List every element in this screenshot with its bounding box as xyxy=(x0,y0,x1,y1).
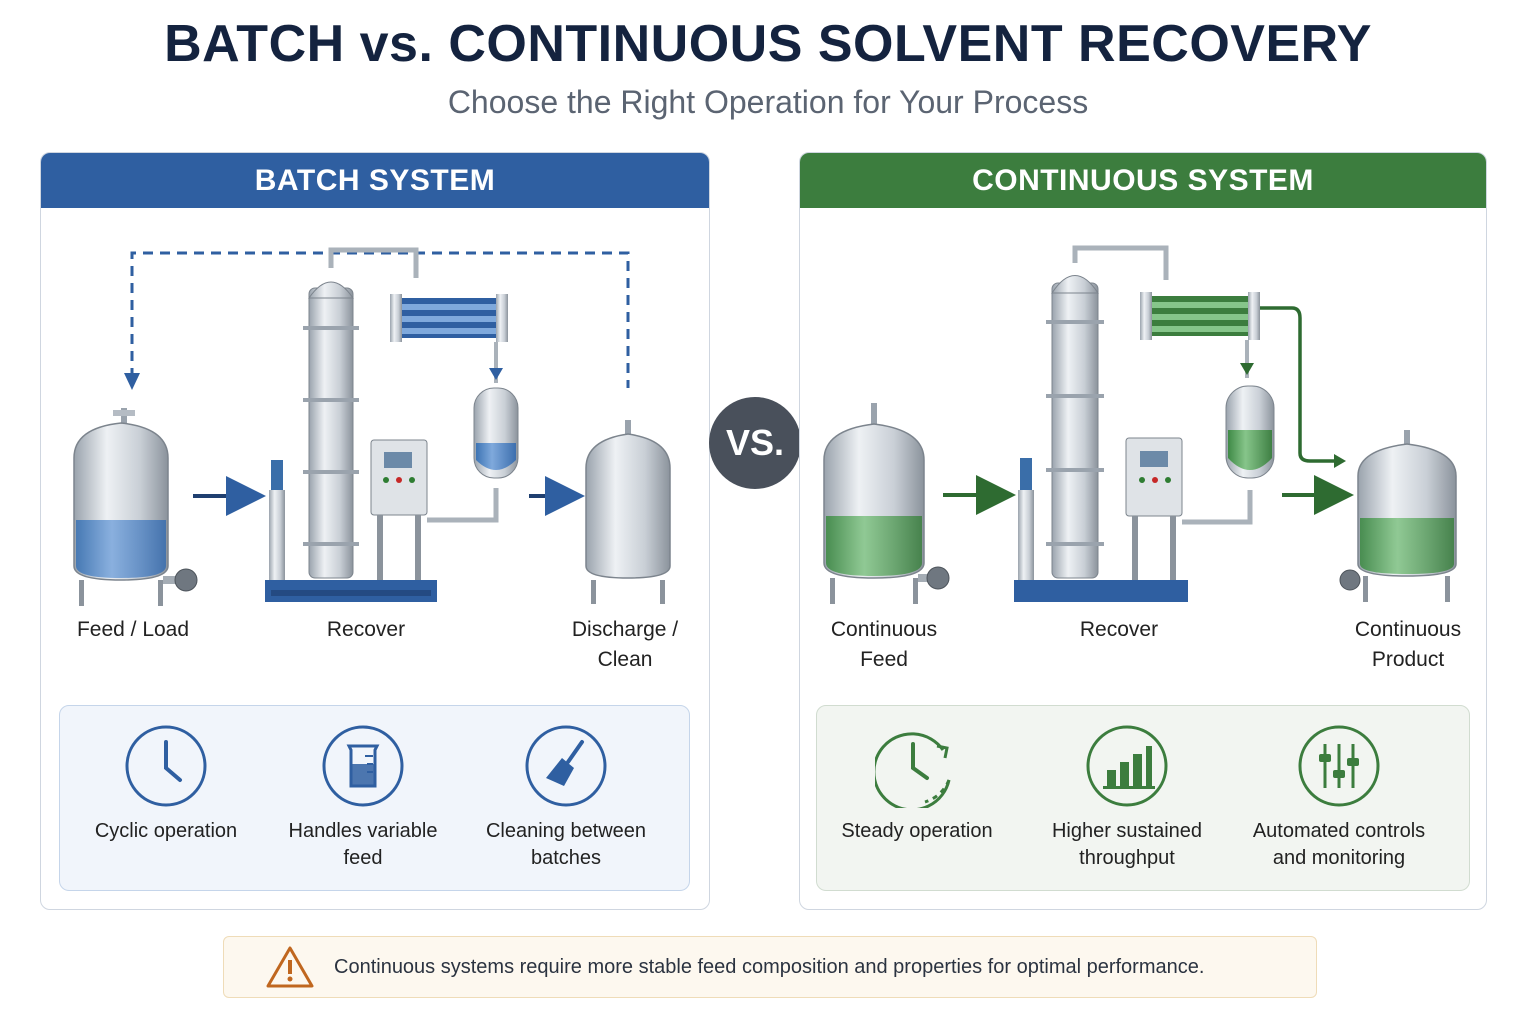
stage-label-recover: Recover xyxy=(1079,618,1159,641)
continuous-recovery-unit xyxy=(1014,245,1253,602)
stage-label-continuous-feed: Continuous Feed xyxy=(830,618,938,671)
bar-chart-icon xyxy=(1086,725,1168,807)
recovery-unit xyxy=(265,247,499,602)
warning-icon xyxy=(266,946,314,988)
vs-badge: VS. xyxy=(709,397,801,489)
condenser xyxy=(390,294,508,383)
feature-steady-operation: Steady operation xyxy=(817,706,1017,845)
stage-label-feed-load: Feed / Load xyxy=(76,618,190,641)
batch-process-diagram xyxy=(73,247,671,606)
stage-label-continuous-product: Continuous Product xyxy=(1354,618,1462,671)
cycle-clock-icon xyxy=(875,732,951,808)
stage-label-recover: Recover xyxy=(326,618,406,641)
sliders-icon xyxy=(1298,725,1380,807)
continuous-header: CONTINUOUS SYSTEM xyxy=(800,153,1486,208)
continuous-condenser xyxy=(1140,292,1346,468)
page-subtitle: Choose the Right Operation for Your Proc… xyxy=(447,84,1089,120)
recycle-arrowhead xyxy=(124,373,140,390)
page-title: BATCH vs. CONTINUOUS SOLVENT RECOVERY xyxy=(164,15,1372,73)
continuous-process-diagram xyxy=(823,245,1457,604)
continuous-feed-tank xyxy=(823,403,950,604)
batch-header: BATCH SYSTEM xyxy=(41,153,709,208)
receiver-vessel xyxy=(473,387,519,479)
warning-note-text: Continuous systems require more stable f… xyxy=(334,956,1205,978)
beaker-icon xyxy=(322,725,404,807)
continuous-receiver-vessel xyxy=(1225,385,1275,479)
discharge-tank xyxy=(585,420,671,604)
recycle-loop-arrow xyxy=(130,251,630,388)
continuous-panel: CONTINUOUS SYSTEM xyxy=(799,152,1487,910)
continuous-product-tank xyxy=(1339,430,1457,602)
warning-note: Continuous systems require more stable f… xyxy=(223,936,1317,998)
stage-label-discharge-clean: Discharge / Clean xyxy=(571,618,679,671)
feature-cyclic-operation: Cyclic operation xyxy=(66,706,266,845)
clock-icon xyxy=(125,725,207,807)
feed-tank xyxy=(73,408,198,606)
batch-panel: BATCH SYSTEM xyxy=(40,152,710,910)
broom-icon xyxy=(525,725,607,807)
